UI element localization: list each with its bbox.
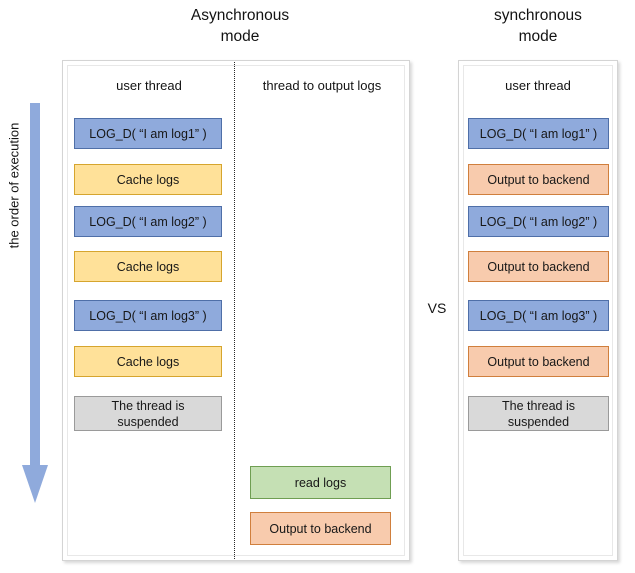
arrow-shaft (30, 103, 40, 467)
async-step-cache-1[interactable]: Cache logs (74, 164, 222, 195)
async-step-output-to-backend[interactable]: Output to backend (250, 512, 391, 545)
async-step-thread-suspended[interactable]: The thread is suspended (74, 396, 222, 431)
thread-divider (234, 62, 235, 559)
async-user-thread-heading: user thread (116, 78, 182, 93)
vs-comparator-label: VS (427, 300, 447, 316)
sync-mode-title: synchronous mode (494, 7, 582, 45)
async-step-cache-3[interactable]: Cache logs (74, 346, 222, 377)
async-step-log2[interactable]: LOG_D( “I am log2” ) (74, 206, 222, 237)
sync-step-output-1[interactable]: Output to backend (468, 164, 609, 195)
order-of-execution-label: the order of execution (6, 122, 22, 249)
async-step-read-logs[interactable]: read logs (250, 466, 391, 499)
sync-step-output-3[interactable]: Output to backend (468, 346, 609, 377)
sync-step-log2[interactable]: LOG_D( “I am log2” ) (468, 206, 609, 237)
async-step-cache-2[interactable]: Cache logs (74, 251, 222, 282)
arrow-head-icon (22, 465, 48, 503)
order-of-execution-arrow (22, 103, 48, 503)
sync-step-log1[interactable]: LOG_D( “I am log1” ) (468, 118, 609, 149)
async-output-thread-heading: thread to output logs (262, 78, 382, 93)
async-step-log1[interactable]: LOG_D( “I am log1” ) (74, 118, 222, 149)
sync-step-thread-suspended[interactable]: The thread is suspended (468, 396, 609, 431)
async-mode-title: Asynchronous mode (190, 7, 290, 45)
sync-step-log3[interactable]: LOG_D( “I am log3” ) (468, 300, 609, 331)
sync-step-output-2[interactable]: Output to backend (468, 251, 609, 282)
async-step-log3[interactable]: LOG_D( “I am log3” ) (74, 300, 222, 331)
sync-user-thread-heading: user thread (505, 78, 571, 93)
